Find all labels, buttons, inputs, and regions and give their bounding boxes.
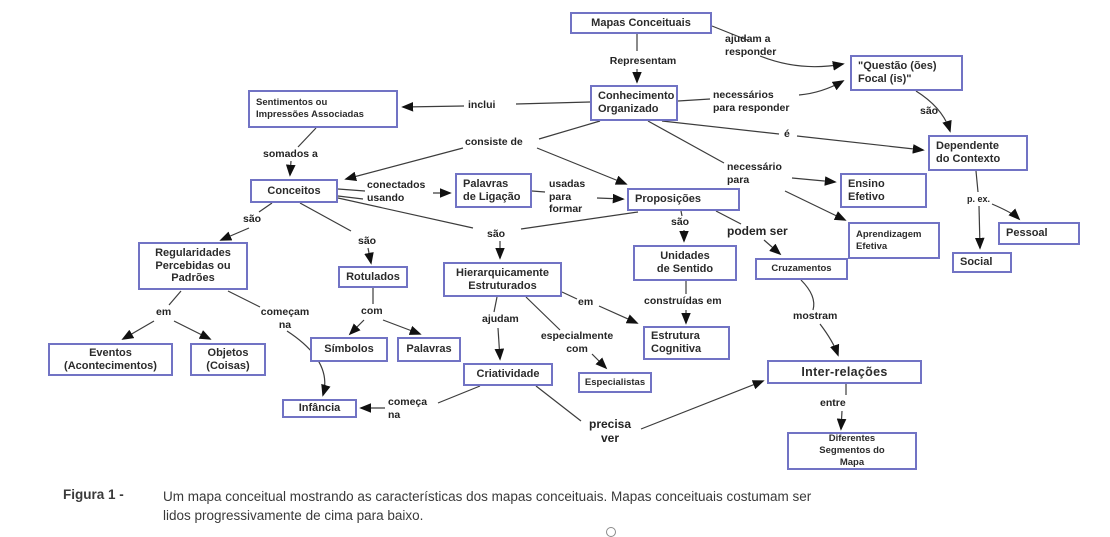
edge-label-p-ex: p. ex. xyxy=(967,194,991,204)
edge-label-precisa-ver: precisa ver xyxy=(588,417,632,446)
figure-caption-label: Figura 1 - xyxy=(63,487,124,502)
node-diferentes-segmentos: Diferentes Segmentos do Mapa xyxy=(787,432,917,470)
node-cruzamentos: Cruzamentos xyxy=(755,258,848,280)
edge-label-e: é xyxy=(784,128,790,140)
node-pessoal: Pessoal xyxy=(998,222,1080,245)
figure-caption-text: Um mapa conceitual mostrando as caracter… xyxy=(163,489,812,524)
node-inter-relacoes: Inter-relações xyxy=(767,360,922,384)
edge-label-necessario-para: necessário para xyxy=(727,161,782,186)
edge-label-sao-rotulados: são xyxy=(358,235,377,247)
edge-label-consiste-de: consiste de xyxy=(465,136,523,148)
node-regularidades: Regularidades Percebidas ou Padrões xyxy=(138,242,248,290)
node-conceitos: Conceitos xyxy=(250,179,338,203)
node-infancia: Infância xyxy=(282,399,357,418)
node-conhecimento-organizado: Conhecimento Organizado xyxy=(590,85,678,121)
edge-label-somados-a: somados a xyxy=(263,148,318,160)
edge-label-em-eventos: em xyxy=(156,306,172,318)
edge-label-em-estrutura: em xyxy=(578,296,594,308)
edge-label-podem-ser: podem ser xyxy=(727,224,788,238)
node-unidades-sentido: Unidades de Sentido xyxy=(633,245,737,281)
node-proposicoes: Proposições xyxy=(627,188,740,211)
node-ensino-efetivo: Ensino Efetivo xyxy=(840,173,927,208)
node-palavras-ligacao: Palavras de Ligação xyxy=(455,173,532,208)
edge-label-sao-hierarquicamente: são xyxy=(487,228,506,240)
edge-label-ajudam: ajudam xyxy=(482,313,519,325)
edge-label-usadas-para-formar: usadas para formar xyxy=(549,178,586,216)
edge-label-construidas-em: construídas em xyxy=(644,295,722,307)
node-especialistas: Especialistas xyxy=(578,372,652,393)
node-estrutura-cognitiva: Estrutura Cognitiva xyxy=(643,326,730,360)
node-rotulados: Rotulados xyxy=(338,266,408,288)
edge-label-ajudam-a-responder: ajudam a responder xyxy=(725,33,777,58)
edge-label-mostram: mostram xyxy=(793,310,838,322)
edge-label-sao-unidades: são xyxy=(671,216,690,228)
node-mapas-conceituais: Mapas Conceituais xyxy=(570,12,712,34)
edge-label-conectados-usando: conectados usando xyxy=(367,179,426,204)
cropped-circle-symbol xyxy=(606,527,616,537)
edge-label-comeca-na: começa na xyxy=(388,396,428,421)
node-palavras: Palavras xyxy=(397,337,461,362)
node-objetos: Objetos (Coisas) xyxy=(190,343,266,376)
node-simbolos: Símbolos xyxy=(310,337,388,362)
node-eventos: Eventos (Acontecimentos) xyxy=(48,343,173,376)
edge-label-entre: entre xyxy=(820,397,846,409)
edge-label-comecam-na: começam na xyxy=(260,306,310,331)
edge-label-sao-dependente: são xyxy=(920,105,939,117)
edge-label-sao-regularidades: são xyxy=(243,213,262,225)
node-social: Social xyxy=(952,252,1012,273)
edge-label-com: com xyxy=(361,305,383,317)
node-criatividade: Criatividade xyxy=(463,363,553,386)
node-hierarquicamente: Hierarquicamente Estruturados xyxy=(443,262,562,297)
node-aprendizagem-efetiva: Aprendizagem Efetiva xyxy=(848,222,940,259)
edge-label-especialmente-com: especialmente com xyxy=(540,330,614,355)
node-sentimentos: Sentimentos ou Impressões Associadas xyxy=(248,90,398,128)
edge-label-inclui: inclui xyxy=(468,99,496,111)
edge-label-necessarios-para-responder: necessários para responder xyxy=(713,89,790,114)
node-questao-focal: "Questão (ões) Focal (is)" xyxy=(850,55,963,91)
node-dependente-contexto: Dependente do Contexto xyxy=(928,135,1028,171)
edge-label-representam: Representam xyxy=(609,55,677,67)
